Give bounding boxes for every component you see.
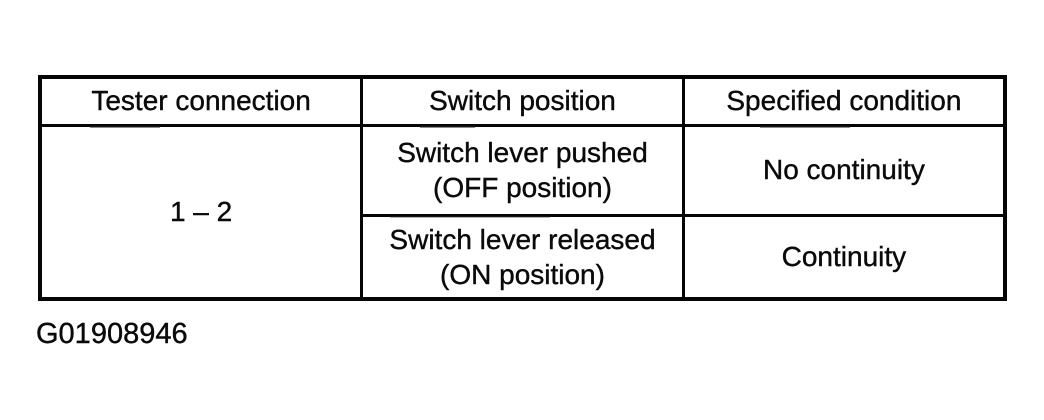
figure-id-label: G01908946 (36, 318, 188, 350)
switch-position-on-line2: (ON position) (440, 258, 605, 290)
scan-artifact (420, 126, 475, 128)
switch-position-off-line1: Switch lever pushed (397, 137, 648, 168)
switch-position-off-text: Switch lever pushed (OFF position) (397, 135, 648, 205)
switch-position-on-text: Switch lever released (ON position) (389, 222, 656, 292)
cell-tester-connection-value: 1 – 2 (38, 123, 364, 301)
cell-specified-condition-off: No continuity (681, 123, 1007, 217)
switch-position-on-line1: Switch lever released (389, 223, 656, 255)
scan-artifact (390, 216, 550, 218)
continuity-spec-table: Tester connection Switch position Specif… (38, 75, 1007, 301)
header-specified-condition: Specified condition (681, 75, 1007, 127)
table-row-off-position: 1 – 2 Switch lever pushed (OFF position)… (38, 123, 1007, 301)
switch-position-off-line2: (OFF position) (433, 172, 612, 203)
table-row-on-position: Switch lever released (ON position) Cont… (40, 213, 1007, 301)
header-tester-connection: Tester connection (38, 75, 364, 127)
header-switch-position: Switch position (360, 75, 685, 127)
table-header-row: Tester connection Switch position Specif… (38, 75, 1007, 127)
cell-specified-condition-on: Continuity (681, 213, 1007, 301)
scan-artifact (90, 126, 160, 128)
scan-artifact (760, 126, 850, 128)
cell-switch-position-off: Switch lever pushed (OFF position) (360, 123, 685, 217)
cell-switch-position-on: Switch lever released (ON position) (360, 213, 685, 301)
